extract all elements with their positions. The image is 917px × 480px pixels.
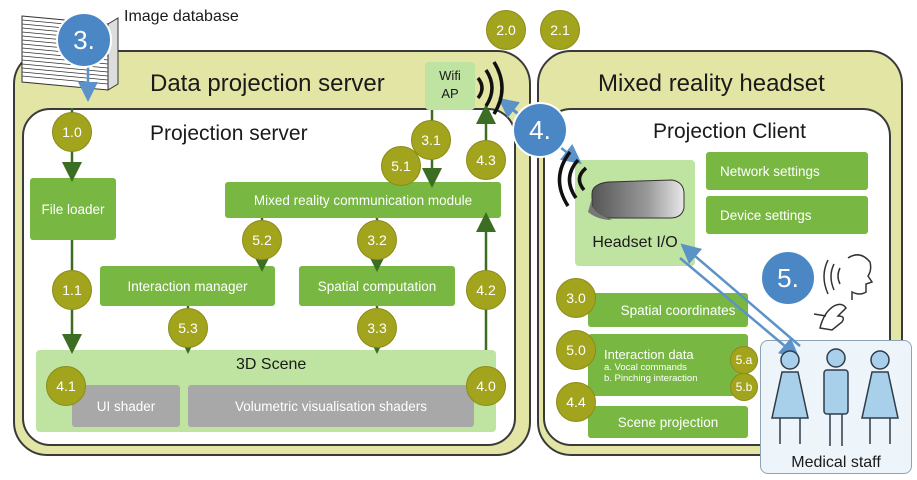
interaction-data-b: b. Pinching interaction: [604, 372, 698, 384]
staff-figure-woman-right: [861, 350, 899, 444]
staff-figure-woman-left: [771, 350, 809, 444]
step-2-0: 2.0: [486, 10, 526, 50]
interaction-data-box: Interaction data a. Vocal commands b. Pi…: [588, 334, 748, 396]
step-4-2: 4.2: [466, 270, 506, 310]
medical-staff-label: Medical staff: [791, 454, 881, 471]
step-5-0: 5.0: [556, 330, 596, 370]
volumetric-shaders-box: Volumetric visualisation shaders: [188, 385, 474, 427]
big-step-4: 4.: [512, 102, 568, 158]
pinching-hand-icon: [813, 303, 847, 331]
projection-server-title: Projection server: [150, 122, 308, 145]
step-4-1: 4.1: [46, 366, 86, 406]
speaking-head-icon: [823, 254, 874, 300]
network-settings-box: Network settings: [706, 152, 868, 190]
wifi-ap-label-2: AP: [441, 86, 459, 101]
spatial-computation-box: Spatial computation: [299, 266, 455, 306]
step-2-1: 2.1: [540, 10, 580, 50]
arrow-headset-to-staff: [679, 257, 800, 359]
file-loader-box: File loader: [30, 178, 116, 240]
headset-io-label: Headset I/O: [592, 234, 678, 251]
headset-signal-icon: [557, 150, 588, 207]
interaction-data-a: a. Vocal commands: [604, 361, 687, 373]
wifi-ap-label-1: Wifi: [439, 68, 461, 83]
scene-projection-box: Scene projection: [588, 406, 748, 438]
step-4-3: 4.3: [466, 140, 506, 180]
projection-client-title: Projection Client: [653, 120, 806, 143]
spatial-coordinates-box: Spatial coordinates: [588, 293, 748, 327]
mixed-reality-headset-title: Mixed reality headset: [598, 70, 825, 97]
step-4-0: 4.0: [466, 366, 506, 406]
scene-3d-title: 3D Scene: [236, 356, 307, 373]
image-database-label: Image database: [124, 8, 239, 25]
step-3-2: 3.2: [357, 220, 397, 260]
wifi-ap-box: [425, 62, 475, 110]
vr-headset-icon: [588, 170, 688, 230]
big-step-3: 3.: [56, 12, 112, 68]
step-1-1: 1.1: [52, 270, 92, 310]
step-5-3: 5.3: [168, 308, 208, 348]
step-1-0: 1.0: [52, 112, 92, 152]
step-5-b: 5.b: [730, 373, 758, 401]
big-step-5: 5.: [760, 250, 816, 306]
ui-shader-box: UI shader: [72, 385, 180, 427]
device-settings-box: Device settings: [706, 196, 868, 234]
step-5-a: 5.a: [730, 346, 758, 374]
step-3-0: 3.0: [556, 278, 596, 318]
interaction-manager-box: Interaction manager: [100, 266, 275, 306]
step-4-4: 4.4: [556, 382, 596, 422]
arrow-staff-to-headset: [680, 243, 801, 347]
step-3-3: 3.3: [357, 308, 397, 348]
step-5-1: 5.1: [381, 146, 421, 186]
data-projection-server-title: Data projection server: [150, 70, 385, 97]
step-3-1: 3.1: [411, 120, 451, 160]
step-5-2: 5.2: [242, 220, 282, 260]
staff-figure-man: [823, 348, 849, 446]
mr-communication-module-box: Mixed reality communication module: [225, 182, 501, 218]
wifi-ap-signal-icon: [476, 61, 504, 115]
interaction-data-title: Interaction data: [604, 346, 694, 362]
